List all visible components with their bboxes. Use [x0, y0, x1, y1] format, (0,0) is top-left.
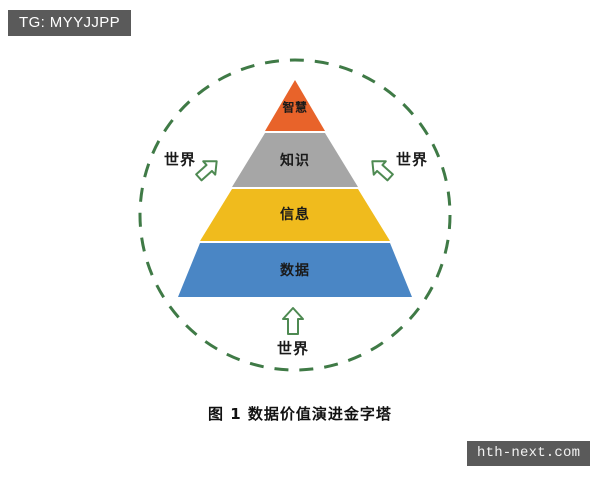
world-label-bottom: 世界 [276, 339, 310, 358]
pyramid-label-knowledge: 知识 [280, 153, 310, 169]
pyramid-label-information: 信息 [280, 207, 310, 223]
pyramid-level-wisdom [265, 80, 325, 131]
pyramid-figure: 智慧 知识 信息 数据 世界 世界 世界 [138, 58, 452, 372]
figure-caption: 图 1 数据价值演进金字塔 [208, 405, 392, 423]
dashed-world-circle [138, 58, 452, 372]
pyramid-label-data: 数据 [280, 263, 310, 279]
left-world-arrow-icon [195, 160, 218, 182]
world-label-right: 世界 [395, 150, 429, 169]
pyramid-label-wisdom: 智慧 [282, 100, 308, 115]
pyramid-level-data [178, 243, 412, 297]
pyramid-level-knowledge [232, 133, 358, 187]
right-world-arrow-icon [371, 160, 394, 182]
site-watermark-badge: hth-next.com [467, 441, 591, 466]
bottom-world-arrow-icon [282, 307, 304, 335]
pyramid-diagram-svg [138, 58, 452, 372]
tg-watermark-badge: TG: MYYJJPP [8, 10, 132, 36]
pyramid-level-information [200, 189, 390, 241]
world-label-left: 世界 [163, 150, 197, 169]
